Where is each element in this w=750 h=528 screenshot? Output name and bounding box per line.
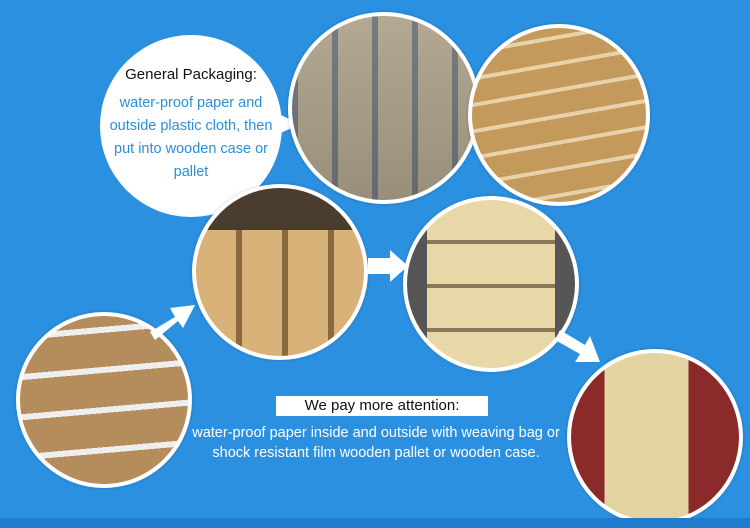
arrow-up-right-icon (150, 305, 195, 340)
general-packaging-bubble (100, 35, 282, 217)
photo-loaded-container (567, 349, 743, 525)
general-packaging-text: water-proof paper and outside plastic cl… (109, 95, 273, 180)
photo-wrapped-rolls (468, 24, 650, 206)
attention-text: water-proof paper inside and outside wit… (192, 425, 560, 461)
arrow-right-icon (368, 250, 408, 282)
photo-rolls-in-case (16, 312, 192, 488)
arrow-down-right-icon (555, 330, 600, 362)
photo-crates-in-container (403, 196, 579, 372)
bottom-bar (0, 518, 750, 528)
general-packaging-title: General Packaging: (125, 66, 257, 83)
attention-title: We pay more attention: (276, 396, 488, 416)
photo-wooden-crates (192, 184, 368, 360)
photo-warehouse-shelves (288, 12, 480, 204)
